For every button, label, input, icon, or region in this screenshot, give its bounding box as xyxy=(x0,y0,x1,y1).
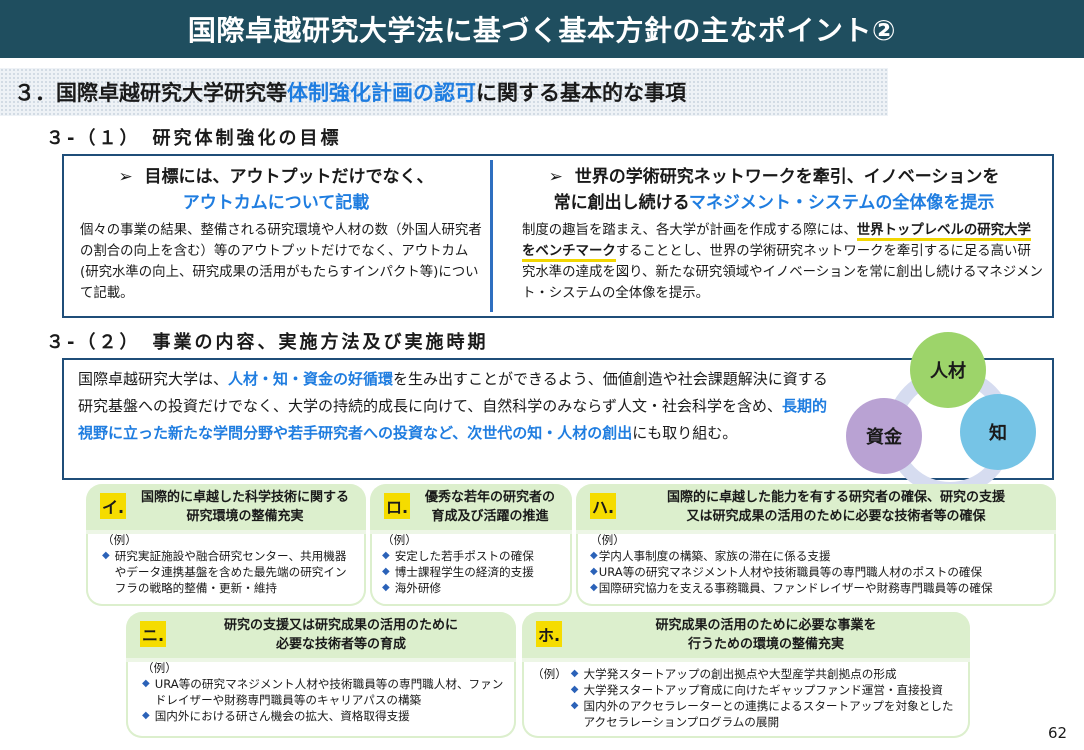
section-highlight: 体制強化計画の認可 xyxy=(287,81,476,105)
card-ro-badge: ロ. xyxy=(384,493,410,519)
card-ni-body: （例） ◆URA等の研究マネジメント人材や技術職員等の専門職人材、ファンドレイザ… xyxy=(126,661,516,738)
subheading-3-1: ３-（１） 研究体制強化の目標 xyxy=(46,128,342,149)
diamond-bullet-icon: ◆ xyxy=(102,550,110,561)
card-ha: ハ. 国際的に卓越した能力を有する研究者の確保、研究の支援 又は研究成果の活用の… xyxy=(576,484,1056,606)
cycle-node-funds: 資金 xyxy=(846,398,922,474)
cycle-node-talent: 人材 xyxy=(910,332,986,408)
goals-right-body: 制度の趣旨を踏まえ、各大学が計画を作成する際には、世界トップレベルの研究大学をベ… xyxy=(522,223,1043,301)
goals-right-heading: ➢ 世界の学術研究ネットワークを牽引、イノベーションを 常に創出し続けるマネジメ… xyxy=(548,167,1000,213)
title-bar: 国際卓越研究大学法に基づく基本方針の主なポイント② xyxy=(0,0,1084,58)
diamond-bullet-icon: ◆ xyxy=(570,684,579,695)
card-ho-body: （例） ◆大学発スタートアップの創出拠点や大型産学共創拠点の形成 ◆大学発スター… xyxy=(522,662,970,738)
goals-left-heading: ➢ 目標には、アウトプットだけでなく、 アウトカムについて記載 xyxy=(118,167,434,213)
subheading-3-2: ３-（２） 事業の内容、実施方法及び実施時期 xyxy=(46,332,489,353)
card-ho-badge: ホ. xyxy=(536,621,562,647)
card-i-body: （例） ◆研究実証施設や融合研究センター、共用機器やデータ連携基盤を含めた最先端… xyxy=(86,533,366,606)
arrow-bullet-icon: ➢ xyxy=(118,167,133,187)
list-item: ◆国内外における研さん機会の拡大、資格取得支援 xyxy=(142,709,410,723)
section-prefix: ３．国際卓越研究大学研究等 xyxy=(14,81,287,105)
diamond-bullet-icon: ◆ xyxy=(142,710,150,721)
card-ha-title: 国際的に卓越した能力を有する研究者の確保、研究の支援 又は研究成果の活用のために… xyxy=(666,490,1005,524)
business-body: 国際卓越研究大学は、人材・知・資金の好循環を生み出すことができるよう、価値創造や… xyxy=(78,370,828,442)
diamond-bullet-icon: ◆ xyxy=(382,582,390,593)
card-ni: ニ. 研究の支援又は研究成果の活用のために 必要な技術者等の育成 （例） ◆UR… xyxy=(126,612,516,738)
diamond-bullet-icon: ◆ xyxy=(570,668,579,679)
list-item: ◆URA等の研究マネジメント人材や技術職員等の専門職人材のポストの確保 xyxy=(590,565,983,579)
list-item: ◆海外研修 xyxy=(382,581,442,595)
diamond-bullet-icon: ◆ xyxy=(142,678,150,689)
card-i-title: 国際的に卓越した科学技術に関する 研究環境の整備充実 xyxy=(140,490,349,524)
card-ni-title: 研究の支援又は研究成果の活用のために 必要な技術者等の育成 xyxy=(223,618,458,652)
card-ro-body: （例） ◆安定した若手ポストの確保 ◆博士課程学生の経済的支援 ◆海外研修 xyxy=(370,533,572,606)
goals-right-column: ➢ 世界の学術研究ネットワークを牽引、イノベーションを 常に創出し続けるマネジメ… xyxy=(496,156,1052,316)
list-item: ◆安定した若手ポストの確保 xyxy=(382,549,534,563)
diamond-bullet-icon: ◆ xyxy=(590,582,598,593)
goals-box: ➢ 目標には、アウトプットだけでなく、 アウトカムについて記載 個々の事業の結果… xyxy=(62,154,1054,318)
virtuous-cycle-diagram: 人材 資金 知 xyxy=(836,332,1056,496)
section-heading: ３．国際卓越研究大学研究等体制強化計画の認可に関する基本的な事項 xyxy=(0,68,888,116)
card-i-badge: イ. xyxy=(100,493,126,519)
card-ho-title: 研究成果の活用のために必要な事業を 行うための環境の整備充実 xyxy=(655,618,877,652)
section-suffix: に関する基本的な事項 xyxy=(476,81,686,105)
list-item: ◆国内外のアクセラレーターとの連携によるスタートアップを対象としたアクセラレーシ… xyxy=(570,699,954,729)
card-ha-body: （例） ◆学内人事制度の構築、家族の滞在に係る支援 ◆URA等の研究マネジメント… xyxy=(576,533,1056,606)
card-ro: ロ. 優秀な若年の研究者の 育成及び活躍の推進 （例） ◆安定した若手ポストの確… xyxy=(370,484,572,606)
goals-left-column: ➢ 目標には、アウトプットだけでなく、 アウトカムについて記載 個々の事業の結果… xyxy=(64,156,488,316)
card-ni-badge: ニ. xyxy=(140,621,166,647)
arrow-bullet-icon: ➢ xyxy=(548,167,563,187)
diamond-bullet-icon: ◆ xyxy=(382,566,390,577)
page-number: 62 xyxy=(1048,724,1068,742)
cycle-node-knowledge: 知 xyxy=(960,394,1036,470)
goals-left-body: 個々の事業の結果、整備される研究環境や人材の数（外国人研究者の割合の向上を含む）… xyxy=(80,223,482,301)
list-item: ◆URA等の研究マネジメント人材や技術職員等の専門職人材、ファンドレイザーや財務… xyxy=(142,677,504,707)
card-ro-title: 優秀な若年の研究者の 育成及び活躍の推進 xyxy=(424,490,555,524)
list-item: ◆研究実証施設や融合研究センター、共用機器やデータ連携基盤を含めた最先端の研究イ… xyxy=(102,549,347,595)
list-item: ◆国際研究協力を支える事務職員、ファンドレイザーや財務専門職員等の確保 xyxy=(590,581,993,595)
benchmark-highlight: 世界トップレベルの研究大学をベンチマーク xyxy=(522,223,1031,262)
diamond-bullet-icon: ◆ xyxy=(382,550,390,561)
diamond-bullet-icon: ◆ xyxy=(590,550,598,561)
card-i: イ. 国際的に卓越した科学技術に関する 研究環境の整備充実 （例） ◆研究実証施… xyxy=(86,484,366,606)
list-item: ◆学内人事制度の構築、家族の滞在に係る支援 xyxy=(590,549,831,563)
diamond-bullet-icon: ◆ xyxy=(590,566,598,577)
list-item: ◆大学発スタートアップの創出拠点や大型産学共創拠点の形成 xyxy=(570,667,897,681)
diamond-bullet-icon: ◆ xyxy=(570,700,579,711)
column-divider xyxy=(490,160,493,312)
page-title: 国際卓越研究大学法に基づく基本方針の主なポイント② xyxy=(187,14,897,47)
list-item: ◆大学発スタートアップ育成に向けたギャップファンド運営・直接投資 xyxy=(570,683,943,697)
card-ho: ホ. 研究成果の活用のために必要な事業を 行うための環境の整備充実 （例） ◆大… xyxy=(522,612,970,738)
card-ha-badge: ハ. xyxy=(590,493,616,519)
list-item: ◆博士課程学生の経済的支援 xyxy=(382,565,534,579)
